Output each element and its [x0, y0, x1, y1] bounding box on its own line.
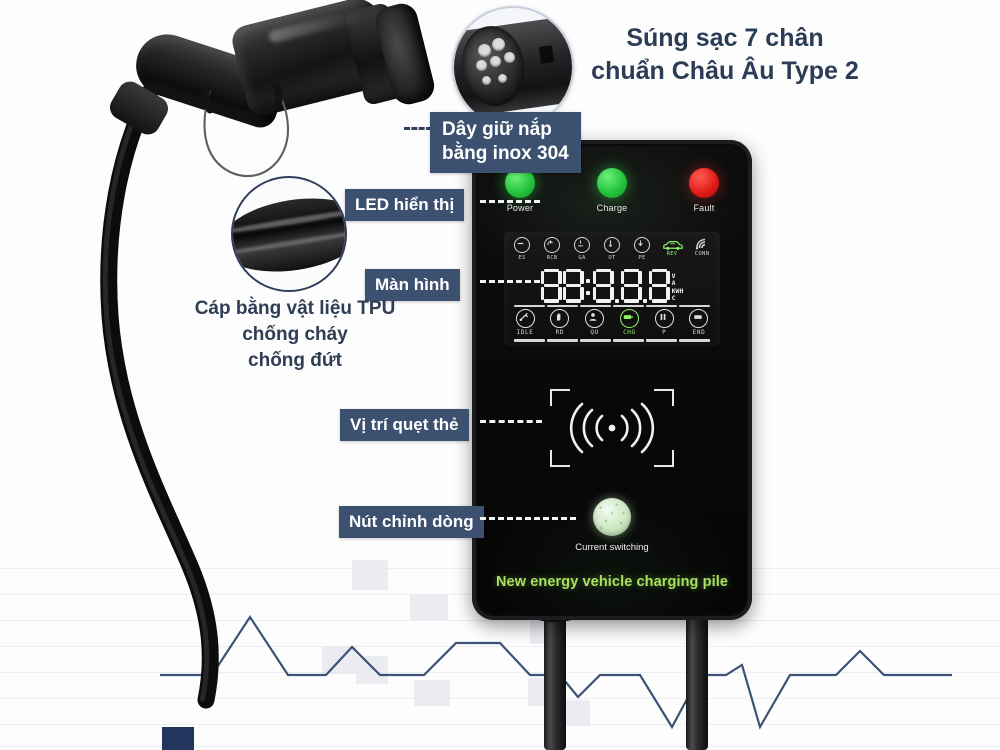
lcd-progress-bar-bottom [514, 339, 710, 342]
led-fault-label: Fault [693, 203, 715, 213]
charger-brand-text: New energy vehicle charging pile [495, 574, 729, 590]
battery-circle-icon [619, 309, 639, 328]
charge-led-icon [597, 168, 627, 198]
leader-line-rfid [480, 420, 542, 423]
seg-digit [540, 268, 562, 303]
status-icon-rcb: RCB [542, 237, 562, 261]
callout-button: Nút chỉnh dòng [339, 506, 484, 538]
callout-led: LED hiển thị [345, 189, 465, 221]
leader-line-lanyard [404, 127, 432, 130]
status-icon-ga: GA [572, 237, 592, 261]
callout-button-label: Nút chỉnh dòng [349, 512, 474, 531]
rfid-card-reader-zone[interactable] [550, 389, 674, 467]
lcd-decimal-point [642, 269, 648, 303]
status-icon-idle: IDLE [513, 309, 537, 336]
callout-lanyard-line-1: Dây giữ nắp [442, 119, 552, 140]
callout-lanyard-line-2: bằng inox 304 [442, 143, 569, 164]
status-icon-es: ES [512, 237, 532, 261]
cable-note-line-1: Cáp bằng vật liệu TPU [194, 298, 396, 319]
bracket-bottom-right [654, 450, 674, 467]
led-indicator-row: Power Charge Fault [478, 168, 746, 213]
swirl-circle-icon [544, 237, 560, 253]
stainless-lanyard-loop [202, 84, 290, 178]
callout-rfid: Vị trí quẹt thẻ [340, 409, 469, 441]
pause-circle-icon [654, 309, 674, 328]
lcd-unit-labels: V A KWH C [671, 271, 684, 303]
title-line-2: chuẩn Châu Âu Type 2 [591, 57, 859, 85]
status-icon-rd: RD [548, 309, 572, 336]
seg-digit [592, 268, 614, 303]
seg-digit [648, 268, 670, 303]
lcd-colon [585, 269, 592, 303]
bracket-bottom-left [550, 450, 570, 467]
bracket-top-left [550, 389, 570, 406]
leader-line-led [480, 200, 540, 203]
ev-charger-unit: Power Charge Fault [472, 140, 752, 620]
rfid-wave-icon [569, 402, 655, 454]
callout-screen: Màn hình [365, 269, 460, 301]
plug-circle-icon [515, 309, 535, 328]
bracket-top-right [654, 389, 674, 406]
leader-line-button [480, 517, 576, 520]
callout-screen-label: Màn hình [375, 275, 450, 294]
cable-note-line-2: chống cháy [242, 324, 348, 345]
car-icon [662, 238, 684, 250]
led-fault: Fault [682, 168, 726, 213]
callout-lanyard: Dây giữ nắp bằng inox 304 [430, 112, 581, 173]
status-icon-p: P [652, 309, 676, 336]
led-power-label: Power [506, 203, 534, 213]
led-power: Power [498, 168, 542, 213]
person-circle-icon [585, 309, 605, 328]
connector-pin-face-inset [452, 6, 574, 128]
cable-note-line-3: chống đứt [248, 350, 342, 371]
thermometer-circle-icon [604, 237, 620, 253]
led-charge: Charge [590, 168, 634, 213]
lcd-digit-readout: V A KWH C [510, 263, 714, 303]
lcd-display: ES RCB GA [504, 232, 720, 346]
status-icon-end: END [687, 309, 711, 336]
stop-circle-icon [689, 309, 709, 328]
status-icon-qu: QU [583, 309, 607, 336]
minus-circle-icon [514, 237, 530, 253]
status-icon-rev: REV [662, 237, 684, 257]
charger-pole-right [686, 612, 708, 750]
hand-circle-icon [550, 309, 570, 328]
current-switching-label: Current switching [575, 542, 649, 553]
fault-led-icon [689, 168, 719, 198]
lcd-progress-bar-top [514, 304, 710, 307]
leader-line-screen [480, 280, 540, 283]
lcd-status-icons-bottom: IDLE RD [510, 309, 714, 336]
seg-digit [620, 268, 642, 303]
charger-pole-left [544, 612, 566, 750]
current-switching-control[interactable]: Current switching [552, 498, 672, 553]
status-icon-ot: OT [602, 237, 622, 261]
gauge-circle-icon [574, 237, 590, 253]
status-icon-conn: CONN [692, 237, 712, 257]
status-icon-pe: PE [632, 237, 652, 261]
page-title: Súng sạc 7 chân chuẩn Châu Âu Type 2 [560, 22, 890, 88]
callout-led-label: LED hiển thị [355, 195, 455, 214]
cable-material-note: Cáp bằng vật liệu TPU chống cháy chống đ… [170, 296, 420, 374]
background-line-chart [160, 614, 952, 730]
lcd-decimal-point [614, 269, 620, 303]
current-switching-button[interactable] [593, 498, 631, 536]
power-led-icon [505, 168, 535, 198]
background-navy-chip [162, 727, 194, 750]
ground-arrow-circle-icon [634, 237, 650, 253]
lcd-status-icons-top: ES RCB GA [510, 237, 714, 261]
title-line-1: Súng sạc 7 chân [626, 24, 824, 52]
status-icon-chg: CHG [617, 309, 641, 336]
cable-zoom-circle [231, 176, 347, 292]
led-charge-label: Charge [596, 203, 628, 213]
seg-digit [562, 268, 584, 303]
callout-rfid-label: Vị trí quẹt thẻ [350, 415, 459, 434]
wifi-signal-icon [694, 237, 710, 250]
